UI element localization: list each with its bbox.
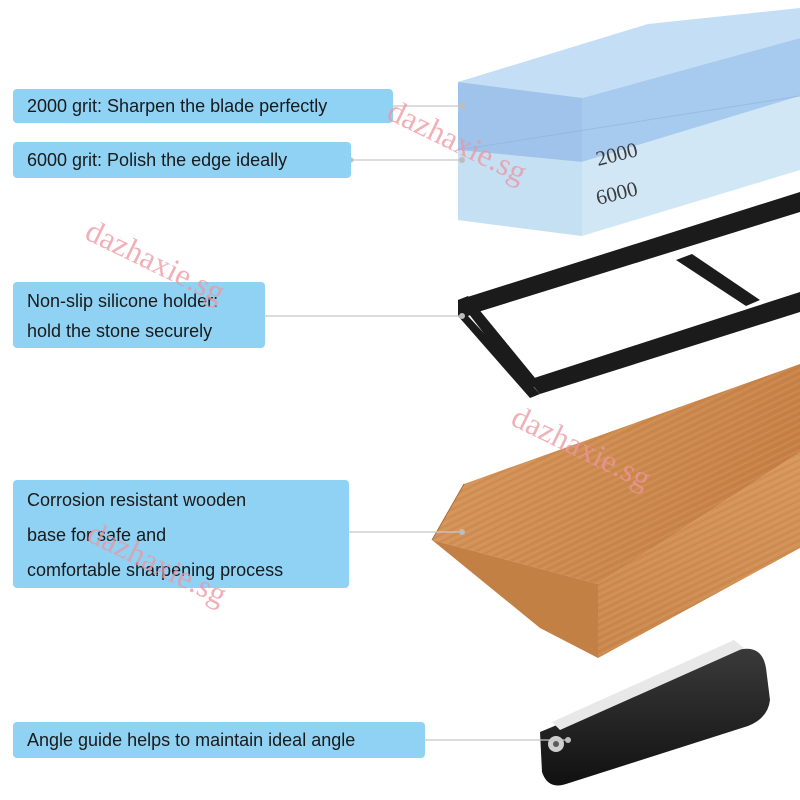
wood-end-face [432, 540, 598, 658]
wooden-base [431, 364, 800, 658]
leader-lines [265, 105, 568, 741]
callout-angle-guide-text: Angle guide helps to maintain ideal angl… [27, 730, 356, 750]
callout-holder-line-2: hold the stone securely [27, 321, 213, 341]
callout-6000-grit: 6000 grit: Polish the edge ideally [13, 142, 351, 178]
callout-wooden-base: Corrosion resistant wooden base for safe… [13, 480, 349, 588]
callout-base-line-1: Corrosion resistant wooden [27, 490, 247, 510]
leader-dots [348, 103, 571, 743]
callout-holder-line-1: Non-slip silicone holder: [27, 291, 219, 311]
callout-6000-grit-text: 6000 grit: Polish the edge ideally [27, 150, 288, 170]
callout-base-line-2: base for safe and [27, 525, 167, 545]
whetstone-top-face [458, 8, 800, 98]
angle-guide [540, 640, 770, 786]
callout-base-line-3: comfortable sharpening process [27, 560, 284, 580]
holder-cross-bar [676, 254, 760, 306]
holder-side-rail [458, 296, 540, 390]
whetstone-front-face-2000 [458, 82, 582, 162]
holder-front-rail [458, 192, 800, 316]
callout-2000-grit-text: 2000 grit: Sharpen the blade perfectly [27, 96, 328, 116]
whetstone-front-face-6000 [458, 150, 582, 236]
holder-back-rail [528, 292, 800, 394]
callout-angle-guide: Angle guide helps to maintain ideal angl… [13, 722, 425, 758]
holder-front-edge [458, 316, 540, 398]
callout-2000-grit: 2000 grit: Sharpen the blade perfectly [13, 89, 393, 123]
callout-silicone-holder: Non-slip silicone holder: hold the stone… [13, 282, 265, 348]
whetstone: 2000 6000 [457, 8, 800, 236]
angle-guide-body [540, 648, 770, 786]
silicone-holder [458, 192, 800, 398]
angle-guide-metal-strip [552, 640, 744, 730]
